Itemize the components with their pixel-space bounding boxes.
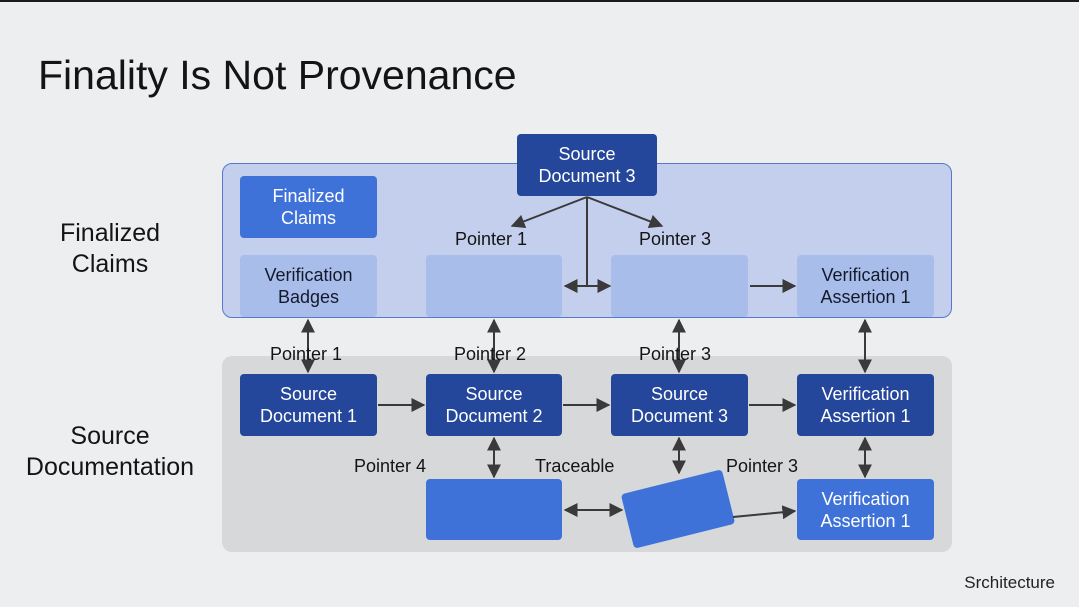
pointer-3-placeholder-box [611, 255, 748, 317]
top-border-line [0, 0, 1079, 2]
arrow-tilted-to-verification [732, 505, 797, 520]
label-pointer-3-bottom: Pointer 3 [726, 456, 799, 476]
box-line: Assertion 1 [820, 406, 911, 426]
footer-brand: Srchitecture [964, 573, 1055, 592]
box-line: Source [279, 384, 338, 404]
label-pointer-4: Pointer 4 [354, 456, 427, 476]
label-pointer-3-top: Pointer 3 [639, 229, 712, 249]
box-line: Verification [821, 488, 910, 509]
label-pointer-1-top: Pointer 1 [455, 229, 528, 249]
pointer-1-placeholder-box [426, 255, 562, 317]
row-label-finalized-claims: Finalized Claims [40, 218, 180, 280]
box-line: Badges [277, 287, 340, 307]
row-label-source-documentation: Source Documentation [10, 421, 210, 483]
box-line: Claims [280, 208, 336, 228]
page-title: Finality Is Not Provenance [38, 52, 517, 98]
box-line: Document 3 [630, 406, 729, 426]
box-line: Finalized [272, 186, 345, 206]
box-line: Verification [821, 384, 910, 404]
box-line: Document 3 [538, 166, 636, 186]
pointer-4-target-box [426, 479, 562, 540]
box-line: Document 1 [259, 406, 358, 426]
row-label-line: Claims [71, 250, 149, 278]
box-line: Document 2 [445, 406, 543, 426]
label-pointer-1-mid: Pointer 1 [270, 344, 343, 364]
label-pointer-3-mid: Pointer 3 [639, 344, 712, 364]
box-line: Assertion 1 [820, 510, 911, 531]
arrow-to-pointer-1 [510, 196, 588, 228]
row-label-line: Documentation [25, 453, 195, 481]
label-traceable: Traceable [535, 456, 615, 476]
box-line: Verification [264, 265, 353, 285]
box-line: Source [650, 384, 709, 404]
row-label-line: Source [70, 422, 150, 450]
box-line: Source [465, 384, 523, 404]
box-line: Assertion 1 [820, 287, 911, 307]
box-line: Source [558, 144, 616, 164]
label-pointer-2-mid: Pointer 2 [454, 344, 527, 364]
arrow-to-pointer-3 [586, 196, 664, 228]
row-label-line: Finalized [59, 219, 161, 247]
box-line: Verification [821, 265, 910, 285]
